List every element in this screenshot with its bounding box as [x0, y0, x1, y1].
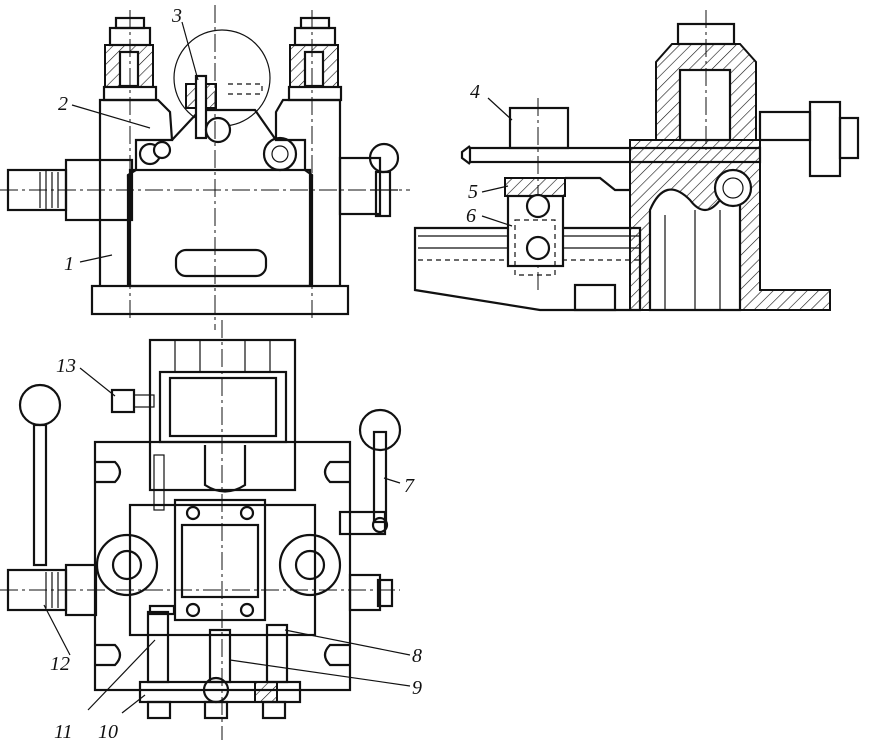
- front-view: [0, 5, 410, 330]
- label-6: 6: [466, 205, 476, 227]
- label-2: 2: [58, 93, 68, 115]
- label-12: 12: [50, 653, 70, 675]
- label-8: 8: [412, 645, 422, 667]
- label-5: 5: [468, 181, 478, 203]
- label-10: 10: [98, 721, 118, 743]
- label-1: 1: [64, 253, 74, 275]
- label-9: 9: [412, 677, 422, 699]
- plan-view: [0, 320, 402, 740]
- label-7: 7: [404, 475, 415, 497]
- leader-lines: [43, 21, 513, 714]
- side-section-view: [413, 10, 860, 312]
- label-4: 4: [470, 81, 480, 103]
- label-3: 3: [171, 5, 182, 27]
- part-labels: 1 2 3 4 5 6 7 8 9 10 11 12 13: [50, 5, 480, 743]
- label-13: 13: [56, 355, 76, 377]
- label-11: 11: [54, 721, 73, 743]
